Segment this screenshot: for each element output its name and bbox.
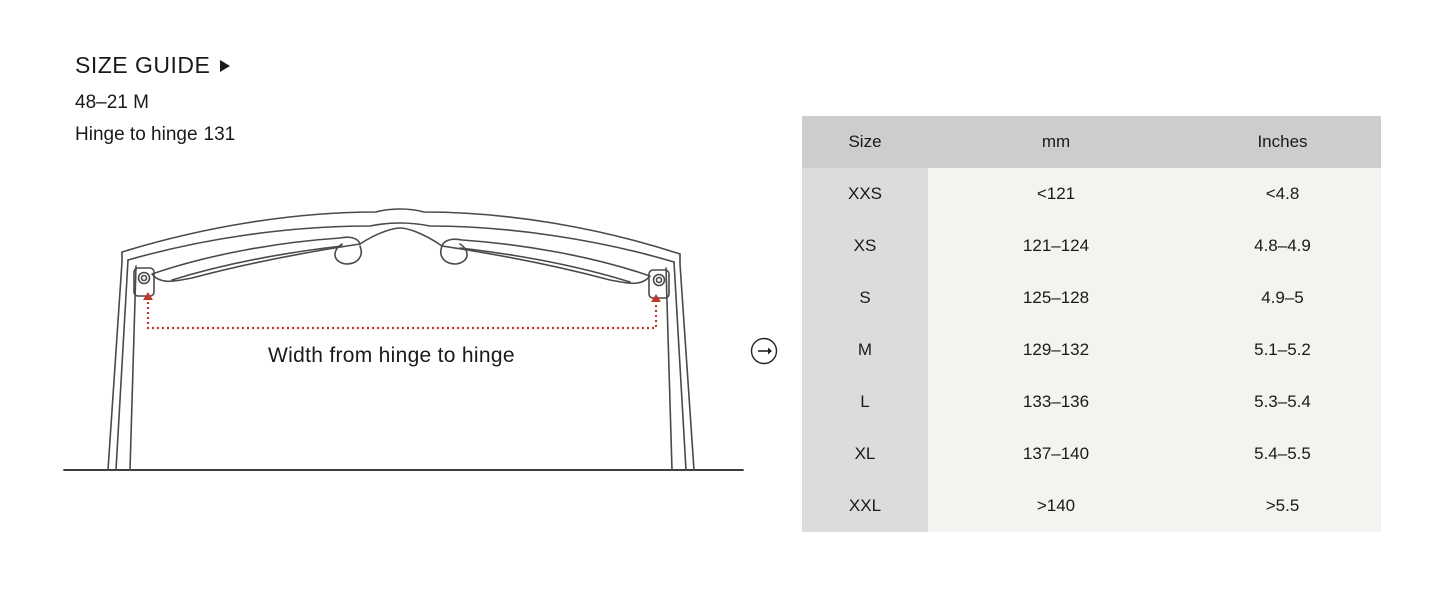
measurement-arrow xyxy=(146,302,658,330)
right-hinge-block xyxy=(648,269,670,299)
size-cell: XS xyxy=(802,220,928,272)
frame-top-outer xyxy=(121,208,681,255)
size-cell: XXL xyxy=(802,480,928,532)
inches-cell: 5.1–5.2 xyxy=(1184,324,1381,376)
table-row: M 129–132 5.1–5.2 xyxy=(802,324,1381,376)
size-cell: XL xyxy=(802,428,928,480)
table-row: XS 121–124 4.8–4.9 xyxy=(802,220,1381,272)
play-triangle-icon[interactable] xyxy=(220,59,231,72)
mm-cell: 137–140 xyxy=(928,428,1184,480)
size-cell: M xyxy=(802,324,928,376)
header-inches: Inches xyxy=(1184,116,1381,168)
table-row: XXL >140 >5.5 xyxy=(802,480,1381,532)
frame-right-side xyxy=(679,253,695,471)
frame-left-side xyxy=(107,251,123,471)
inches-cell: >5.5 xyxy=(1184,480,1381,532)
header-mm: mm xyxy=(928,116,1184,168)
left-hinge-block xyxy=(133,267,155,297)
table-row: XL 137–140 5.4–5.5 xyxy=(802,428,1381,480)
arrow-right-circle-icon[interactable] xyxy=(750,337,778,365)
mm-cell: 121–124 xyxy=(928,220,1184,272)
glasses-diagram xyxy=(63,208,744,471)
diagram-label: Width from hinge to hinge xyxy=(268,344,515,367)
mm-cell: <121 xyxy=(928,168,1184,220)
size-guide-title[interactable]: SIZE GUIDE xyxy=(75,52,231,79)
left-arrowhead xyxy=(143,292,153,300)
size-guide-title-text: SIZE GUIDE xyxy=(75,52,211,78)
table-row: XXS <121 <4.8 xyxy=(802,168,1381,220)
table-header-row: Size mm Inches xyxy=(802,116,1381,168)
size-table: Size mm Inches XXS <121 <4.8 XS 121–124 … xyxy=(802,116,1381,532)
right-arrowhead xyxy=(651,294,661,302)
bridge xyxy=(359,227,443,247)
inches-cell: 4.8–4.9 xyxy=(1184,220,1381,272)
size-cell: L xyxy=(802,376,928,428)
inches-cell: 5.3–5.4 xyxy=(1184,376,1381,428)
model-size: 48–21 M xyxy=(75,92,149,113)
size-cell: S xyxy=(802,272,928,324)
frame-top-inner xyxy=(127,222,675,263)
inches-cell: 4.9–5 xyxy=(1184,272,1381,324)
header-size: Size xyxy=(802,116,928,168)
mm-cell: 125–128 xyxy=(928,272,1184,324)
mm-cell: 129–132 xyxy=(928,324,1184,376)
right-nose-pad xyxy=(440,243,468,265)
size-cell: XXS xyxy=(802,168,928,220)
mm-cell: >140 xyxy=(928,480,1184,532)
mm-cell: 133–136 xyxy=(928,376,1184,428)
left-nose-pad xyxy=(334,243,362,265)
inches-cell: 5.4–5.5 xyxy=(1184,428,1381,480)
hinge-label: Hinge to hinge xyxy=(75,124,198,145)
table-row: S 125–128 4.9–5 xyxy=(802,272,1381,324)
inches-cell: <4.8 xyxy=(1184,168,1381,220)
table-row: L 133–136 5.3–5.4 xyxy=(802,376,1381,428)
hinge-value: 131 xyxy=(203,124,236,145)
